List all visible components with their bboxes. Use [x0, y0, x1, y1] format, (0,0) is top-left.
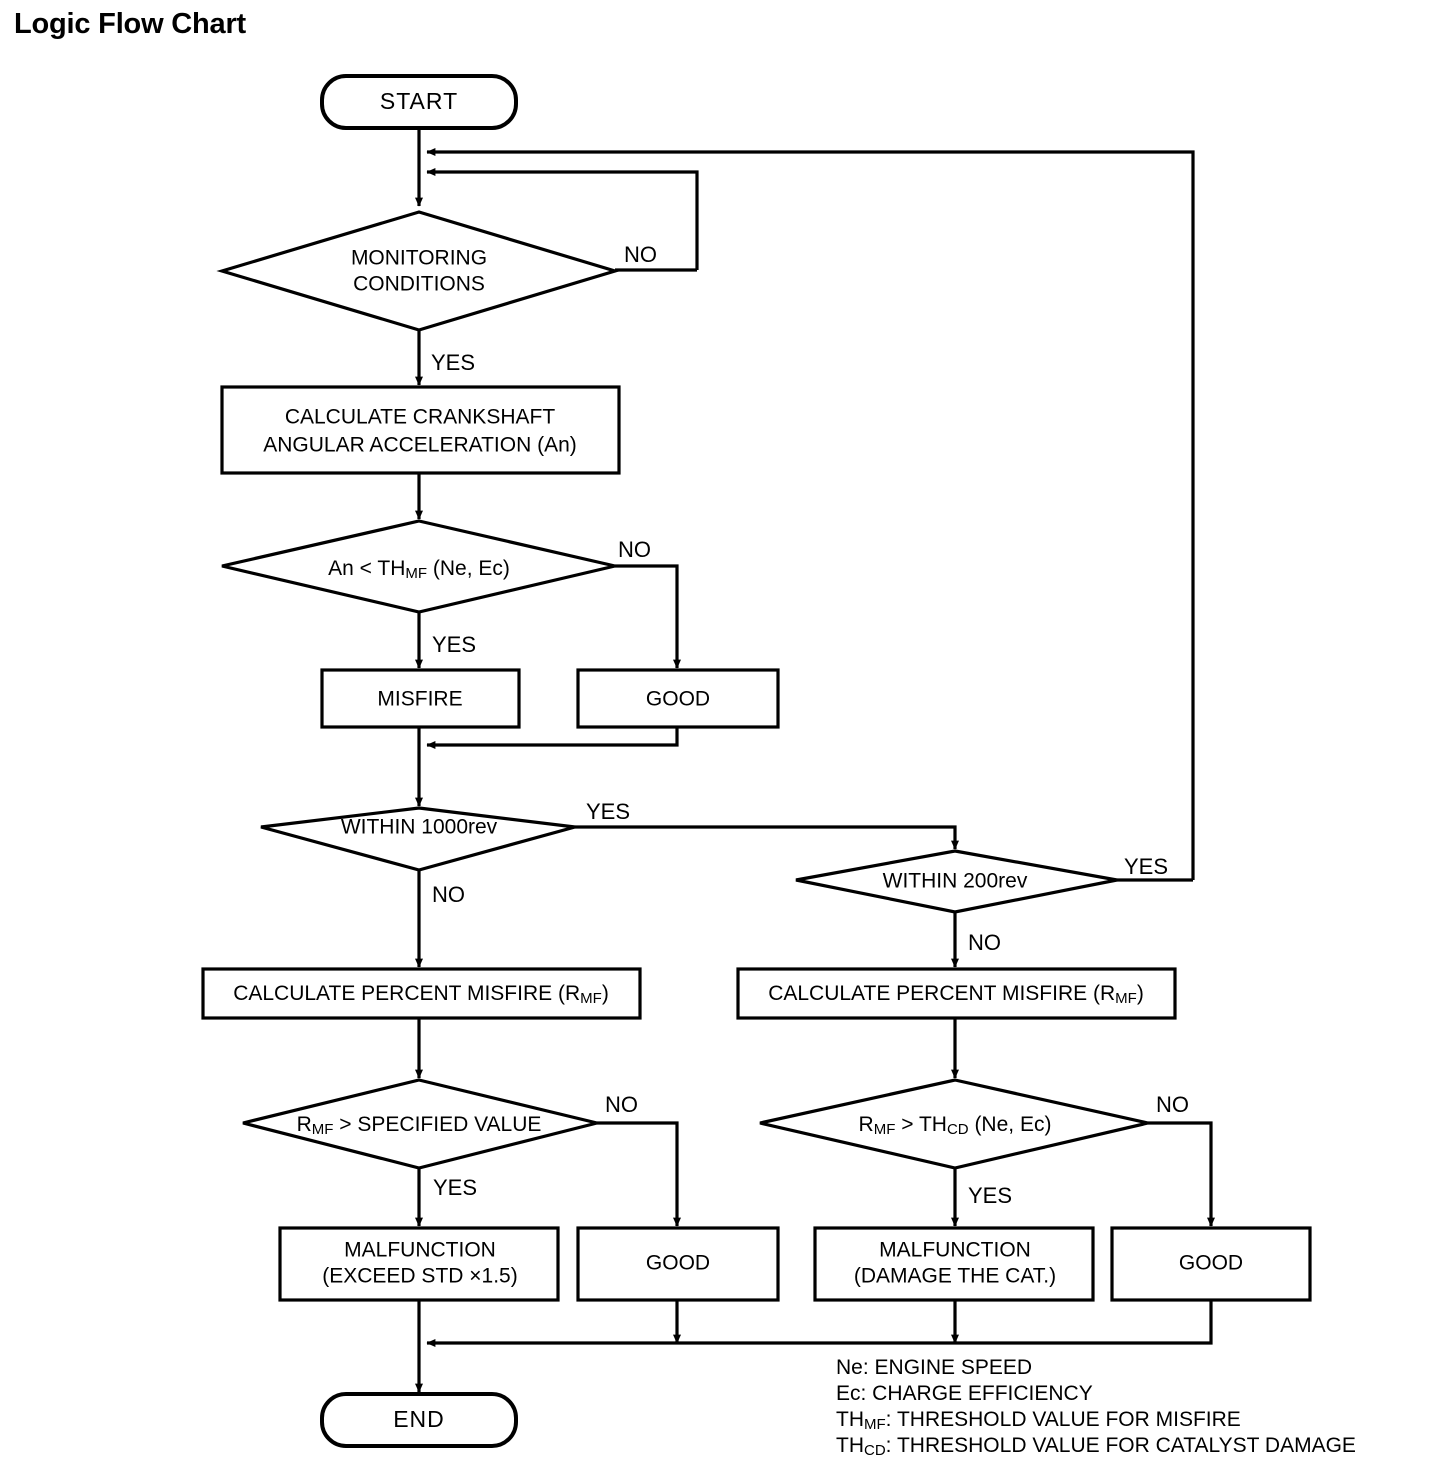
edge-label-an-no: NO	[618, 537, 651, 562]
node-good-3-label: GOOD	[1179, 1252, 1243, 1275]
legend-desc-1: : ENGINE SPEED	[863, 1356, 1032, 1379]
node-rmfspec-label: RMF > SPECIFIED VALUE	[297, 1113, 542, 1138]
node-malfunction-exceed-std[interactable]: MALFUNCTION (EXCEED STD ×1.5)	[278, 1226, 560, 1302]
connector-good1-merge	[426, 727, 679, 749]
legend-desc-3: : THRESHOLD VALUE FOR MISFIRE	[886, 1408, 1241, 1431]
edge-label-rmfthcd-yes: YES	[968, 1183, 1012, 1208]
edge-label-within200-yes: YES	[1124, 854, 1168, 879]
node-calcpct-right-label: CALCULATE PERCENT MISFIRE (RMF)	[768, 982, 1144, 1007]
node-malfcat-label-line2: (DAMAGE THE CAT.)	[854, 1265, 1056, 1288]
edge-label-rmfspec-no: NO	[605, 1092, 638, 1117]
node-rmfspec-sub: MF	[312, 1121, 334, 1138]
node-an-label: An < THMF (Ne, Ec)	[328, 557, 510, 582]
node-rmf-gt-specified-value[interactable]: RMF > SPECIFIED VALUE	[242, 1078, 598, 1170]
node-an-post: (Ne, Ec)	[427, 557, 510, 580]
node-calculate-crankshaft-accel[interactable]: CALCULATE CRANKSHAFT ANGULAR ACCELERATIO…	[220, 385, 621, 475]
legend-sub-3: MF	[864, 1416, 886, 1433]
node-within200-label: WITHIN 200rev	[883, 870, 1028, 893]
node-good-3[interactable]: GOOD	[1110, 1226, 1312, 1302]
node-misfire[interactable]: MISFIRE	[320, 668, 521, 729]
node-calcpct-left-sub: MF	[580, 990, 602, 1007]
node-misfire-label: MISFIRE	[377, 688, 462, 711]
node-calcpct-left-pre: CALCULATE PERCENT MISFIRE (R	[233, 982, 580, 1005]
edge-label-monitoring-no: NO	[624, 242, 657, 267]
connector-within200-yes-loopback	[426, 148, 1195, 880]
legend-desc-2: : CHARGE EFFICIENCY	[861, 1382, 1093, 1405]
legend-desc-4: : THRESHOLD VALUE FOR CATALYST DAMAGE	[886, 1434, 1356, 1457]
node-rmfthcd-post: (Ne, Ec)	[969, 1113, 1052, 1136]
legend-term-4: TH	[836, 1434, 864, 1457]
node-calcaccel-label-line2: ANGULAR ACCELERATION (An)	[263, 434, 577, 457]
node-good-2[interactable]: GOOD	[576, 1226, 780, 1302]
legend: Ne: ENGINE SPEED Ec: CHARGE EFFICIENCY T…	[836, 1356, 1356, 1459]
node-rmfspec-post: > SPECIFIED VALUE	[333, 1113, 541, 1136]
node-end[interactable]: END	[320, 1392, 518, 1448]
node-calcpct-right-sub: MF	[1115, 990, 1137, 1007]
edge-label-an-yes: YES	[432, 632, 476, 657]
node-malfstd-label-line1: MALFUNCTION	[344, 1239, 496, 1262]
node-calcpct-left-label: CALCULATE PERCENT MISFIRE (RMF)	[233, 982, 609, 1007]
connector-within1000-yes	[575, 825, 959, 850]
node-an-sub: MF	[405, 565, 427, 582]
node-start-label: START	[380, 88, 458, 114]
connector-monitoring-no-loopback	[426, 168, 699, 270]
node-rmfthcd-sub2: CD	[947, 1121, 969, 1138]
node-within-200rev[interactable]: WITHIN 200rev	[795, 849, 1118, 914]
legend-term-2: Ec	[836, 1382, 861, 1405]
node-good-1-label: GOOD	[646, 688, 710, 711]
node-end-label: END	[393, 1406, 445, 1432]
node-rmfthcd-label: RMF > THCD (Ne, Ec)	[859, 1113, 1052, 1138]
node-an-pre: An < TH	[328, 557, 405, 580]
edge-label-within1000-yes: YES	[586, 799, 630, 824]
node-malfunction-damage-cat[interactable]: MALFUNCTION (DAMAGE THE CAT.)	[813, 1226, 1095, 1302]
node-good-1[interactable]: GOOD	[576, 668, 780, 729]
node-malfcat-label-line1: MALFUNCTION	[879, 1239, 1031, 1262]
node-rmf-gt-thcd[interactable]: RMF > THCD (Ne, Ec)	[759, 1078, 1149, 1170]
legend-term-1: Ne	[836, 1356, 863, 1379]
node-calculate-percent-misfire-left[interactable]: CALCULATE PERCENT MISFIRE (RMF)	[201, 967, 642, 1020]
legend-line-3: THMF: THRESHOLD VALUE FOR MISFIRE	[836, 1408, 1241, 1433]
node-malfstd-label-line2: (EXCEED STD ×1.5)	[322, 1265, 517, 1288]
node-rmfthcd-sub: MF	[874, 1121, 896, 1138]
node-rmfspec-pre: R	[297, 1113, 312, 1136]
edge-label-within1000-no: NO	[432, 882, 465, 907]
node-good-2-label: GOOD	[646, 1252, 710, 1275]
node-calcpct-right-pre: CALCULATE PERCENT MISFIRE (R	[768, 982, 1115, 1005]
legend-line-2: Ec: CHARGE EFFICIENCY	[836, 1382, 1093, 1405]
node-rmfthcd-pre: R	[859, 1113, 874, 1136]
node-rmfthcd-mid: > TH	[895, 1113, 947, 1136]
node-an-lt-thmf[interactable]: An < THMF (Ne, Ec)	[221, 519, 616, 614]
connector-bottom-merge	[415, 1300, 1213, 1393]
edge-label-rmfthcd-no: NO	[1156, 1092, 1189, 1117]
edge-label-within200-no: NO	[968, 930, 1001, 955]
node-start[interactable]: START	[320, 74, 518, 130]
node-monitoring-label-line1: MONITORING	[351, 247, 487, 270]
node-calcaccel-label-line1: CALCULATE CRANKSHAFT	[285, 406, 555, 429]
node-calcpct-right-post: )	[1137, 982, 1144, 1005]
legend-line-4: THCD: THRESHOLD VALUE FOR CATALYST DAMAG…	[836, 1434, 1356, 1459]
legend-line-1: Ne: ENGINE SPEED	[836, 1356, 1032, 1379]
node-within-1000rev[interactable]: WITHIN 1000rev	[260, 806, 576, 872]
connector-rmfthcd-no	[1148, 1121, 1215, 1227]
node-monitoring-conditions[interactable]: MONITORING CONDITIONS	[216, 210, 621, 332]
node-calcpct-left-post: )	[602, 982, 609, 1005]
page-title: Logic Flow Chart	[14, 8, 247, 40]
edge-label-rmfspec-yes: YES	[433, 1175, 477, 1200]
legend-sub-4: CD	[864, 1442, 886, 1459]
edge-label-monitoring-yes: YES	[431, 350, 475, 375]
legend-term-3: TH	[836, 1408, 864, 1431]
connector-rmfspec-no	[597, 1121, 681, 1227]
node-monitoring-label-line2: CONDITIONS	[353, 273, 485, 296]
node-calculate-percent-misfire-right[interactable]: CALCULATE PERCENT MISFIRE (RMF)	[736, 967, 1177, 1020]
connector-an-no	[615, 564, 681, 669]
node-within1000-label: WITHIN 1000rev	[341, 816, 498, 839]
